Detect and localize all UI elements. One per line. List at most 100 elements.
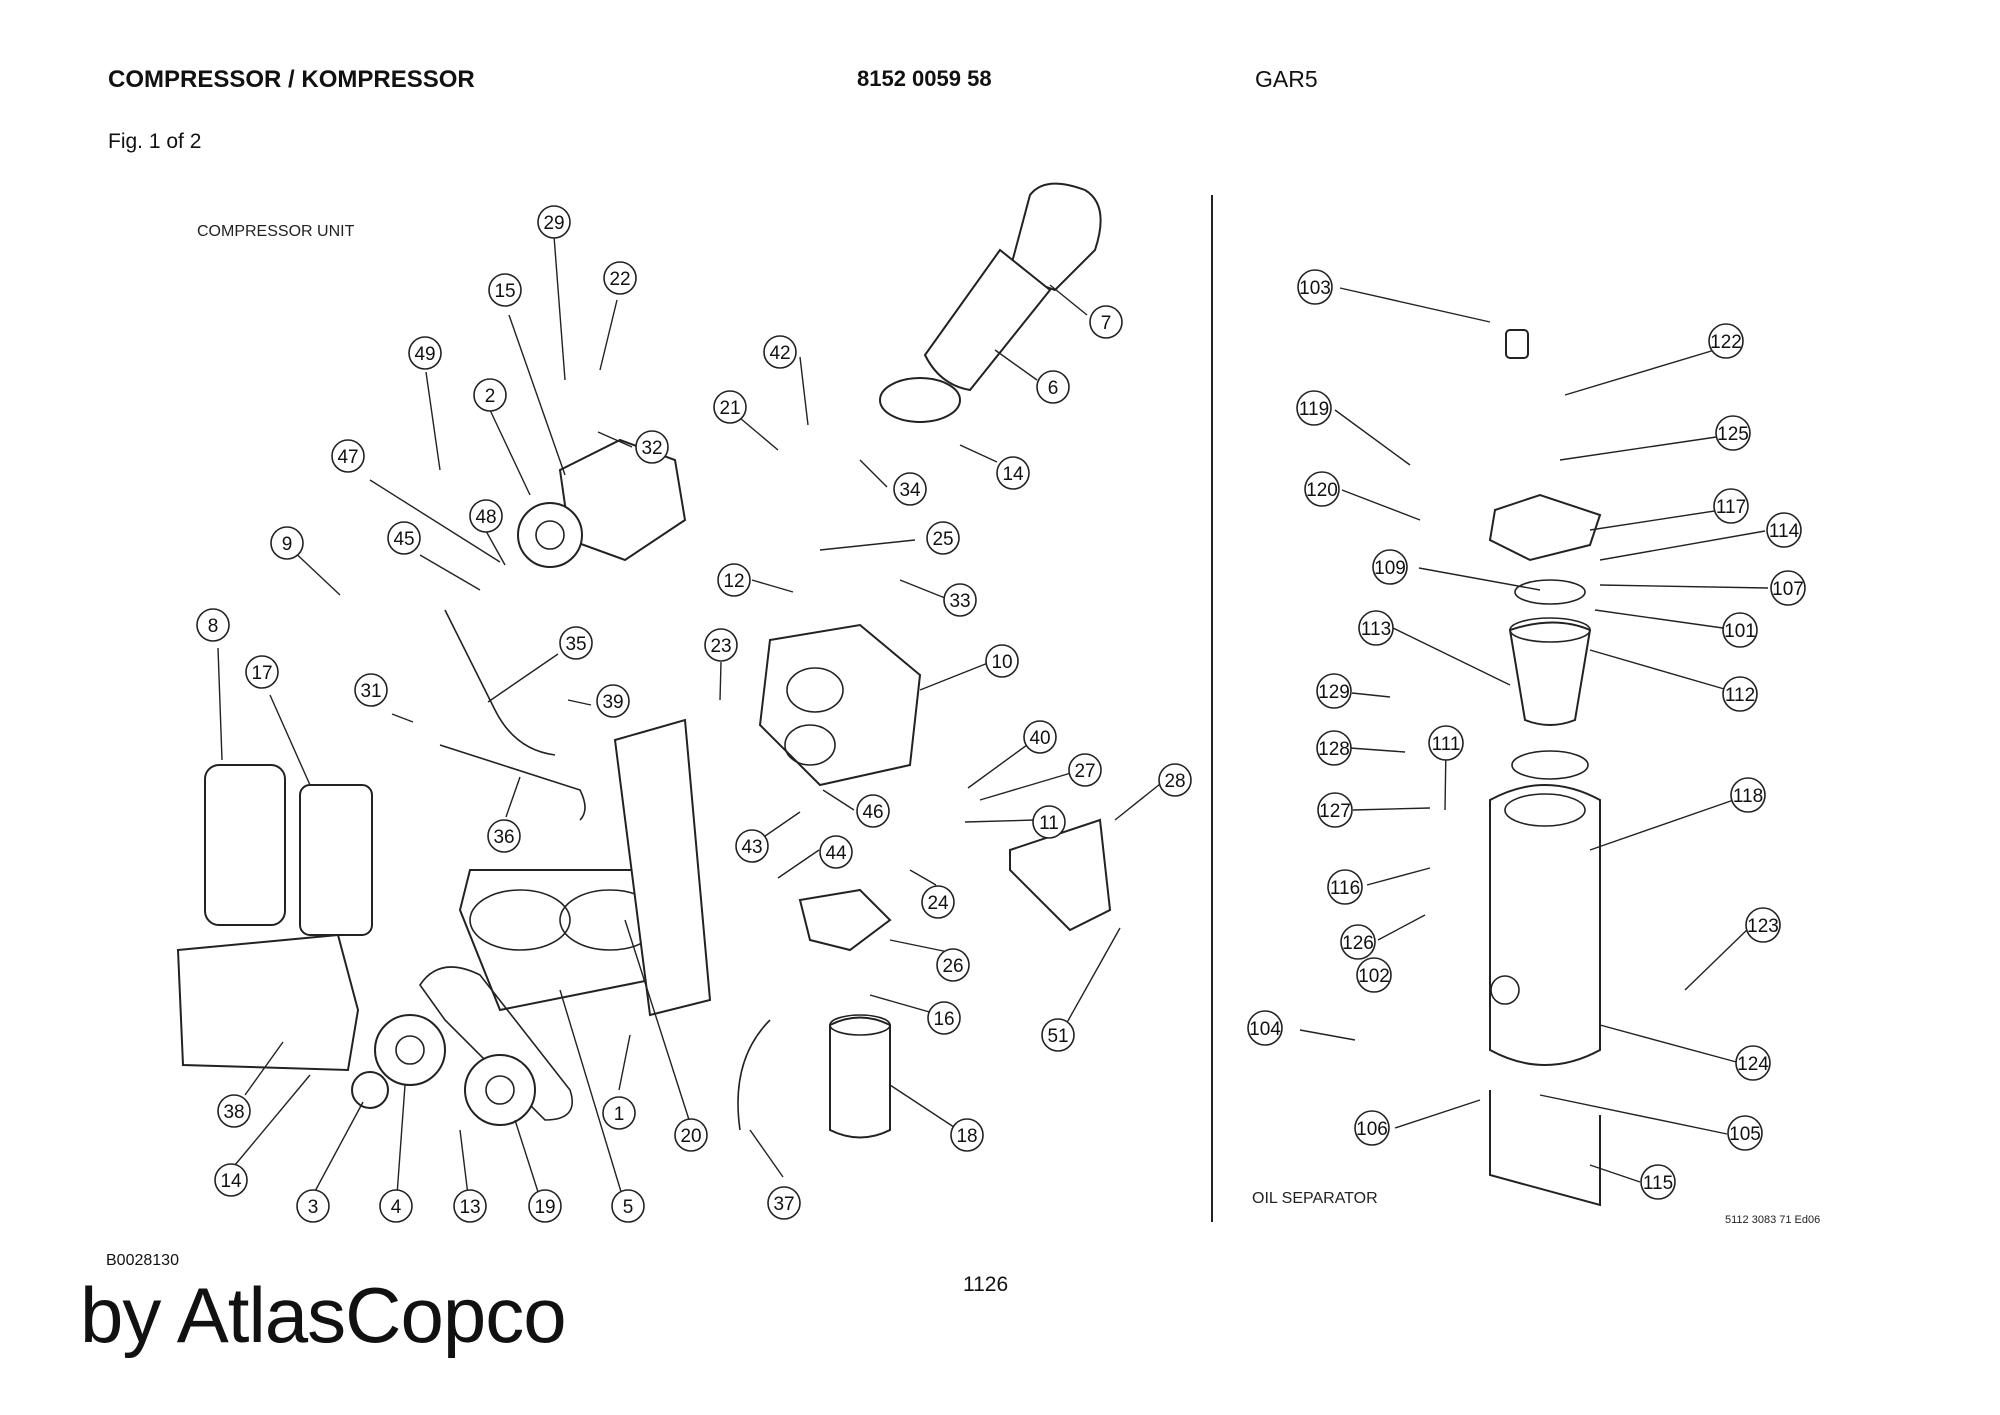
svg-text:126: 126 [1342,933,1374,954]
callout-42: 42 [763,335,797,369]
svg-text:23: 23 [710,636,731,657]
svg-text:21: 21 [719,398,740,419]
callout-34: 34 [893,472,927,506]
callout-25: 25 [926,521,960,555]
svg-text:104: 104 [1249,1019,1281,1040]
callout-49: 49 [408,336,442,370]
callout-120: 120 [1304,471,1340,507]
svg-text:127: 127 [1319,801,1351,822]
svg-text:43: 43 [741,837,762,858]
svg-text:112: 112 [1725,685,1755,706]
svg-text:3: 3 [308,1197,319,1218]
svg-text:42: 42 [769,343,790,364]
callout-48: 48 [469,499,503,533]
svg-text:9: 9 [282,534,293,555]
callout-40: 40 [1023,720,1057,754]
callout-46: 46 [856,794,890,828]
svg-text:38: 38 [223,1102,244,1123]
svg-text:16: 16 [933,1009,954,1030]
callout-102: 102 [1356,957,1392,993]
callout-13: 13 [453,1189,487,1223]
figure-caption: Fig. 1 of 2 [108,130,202,153]
callout-3: 3 [296,1189,330,1223]
callout-24: 24 [921,885,955,919]
svg-text:29: 29 [543,213,564,234]
section-label-compressor-unit: COMPRESSOR UNIT [197,223,355,240]
callout-119: 119 [1296,390,1332,426]
svg-text:24: 24 [927,893,949,914]
callout-128: 128 [1316,730,1352,766]
callout-2: 2 [473,378,507,412]
svg-text:51: 51 [1047,1026,1068,1047]
svg-text:13: 13 [459,1197,480,1218]
callout-5: 5 [611,1189,645,1223]
svg-text:39: 39 [602,692,623,713]
callout-22: 22 [603,261,637,295]
callout-105: 105 [1727,1115,1763,1151]
svg-text:102: 102 [1358,966,1390,987]
page-title: COMPRESSOR / KOMPRESSOR [108,66,475,93]
callout-47: 47 [331,439,365,473]
svg-text:4: 4 [391,1197,402,1218]
callout-45: 45 [387,521,421,555]
callout-36: 36 [487,819,521,853]
callout-35: 35 [559,626,593,660]
svg-text:27: 27 [1074,761,1095,782]
callout-118: 118 [1730,777,1766,813]
svg-text:107: 107 [1772,579,1804,600]
callout-116: 116 [1327,869,1363,905]
callout-bubbles: 29 22 15 49 2 32 47 48 9 45 8 17 35 31 3… [196,205,1806,1223]
callout-43: 43 [735,829,769,863]
svg-text:33: 33 [949,591,970,612]
callout-109: 109 [1372,549,1408,585]
callout-18: 18 [950,1118,984,1152]
svg-text:34: 34 [899,480,921,501]
page-number: 1126 [963,1273,1009,1296]
svg-text:17: 17 [251,663,272,684]
svg-text:6: 6 [1048,378,1059,399]
callout-37: 37 [767,1186,801,1220]
svg-text:20: 20 [680,1126,701,1147]
svg-text:22: 22 [609,269,630,290]
callout-129: 129 [1316,673,1352,709]
svg-text:129: 129 [1318,682,1350,703]
callout-14b: 14 [996,456,1030,490]
callout-103: 103 [1297,269,1333,305]
svg-text:106: 106 [1356,1119,1388,1140]
svg-text:8: 8 [208,616,219,637]
svg-text:122: 122 [1710,332,1742,353]
callout-104: 104 [1247,1010,1283,1046]
callout-122: 122 [1708,323,1744,359]
svg-text:7: 7 [1101,313,1112,334]
callout-115: 115 [1640,1164,1676,1200]
callout-33: 33 [943,583,977,617]
svg-text:109: 109 [1374,558,1406,579]
svg-text:113: 113 [1361,619,1391,640]
callout-107: 107 [1770,570,1806,606]
svg-text:120: 120 [1306,480,1338,501]
svg-text:101: 101 [1724,621,1756,642]
svg-text:19: 19 [534,1197,555,1218]
callout-4: 4 [379,1189,413,1223]
svg-text:11: 11 [1039,813,1059,834]
callout-12: 12 [717,563,751,597]
callout-8: 8 [196,608,230,642]
callout-27: 27 [1068,753,1102,787]
callout-32: 32 [635,430,669,464]
callout-113: 113 [1358,610,1394,646]
svg-text:105: 105 [1729,1124,1761,1145]
svg-text:15: 15 [494,281,515,302]
svg-text:115: 115 [1643,1173,1673,1194]
callout-124: 124 [1735,1045,1771,1081]
svg-text:47: 47 [337,447,358,468]
svg-text:35: 35 [565,634,586,655]
svg-text:128: 128 [1318,739,1350,760]
callout-26: 26 [936,948,970,982]
brand-watermark: by AtlasCopco [80,1271,567,1359]
callout-51: 51 [1041,1018,1075,1052]
callout-125: 125 [1715,415,1751,451]
svg-text:117: 117 [1716,497,1746,518]
callout-14a: 14 [214,1163,248,1197]
callout-123: 123 [1745,907,1781,943]
